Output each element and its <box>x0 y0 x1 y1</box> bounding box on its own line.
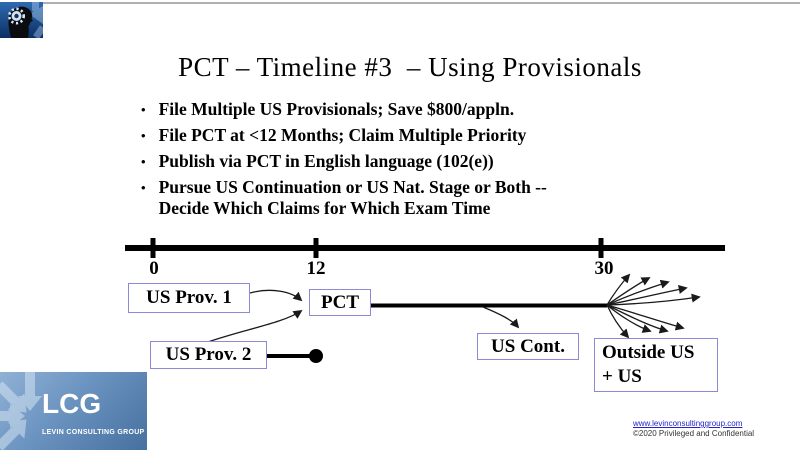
fan-arrow <box>606 277 651 306</box>
lcg-logo: LCG LEVIN CONSULTING GROUP <box>0 372 147 450</box>
tick-mark-30 <box>598 238 604 258</box>
box-us-prov-2: US Prov. 2 <box>150 341 267 369</box>
fan-arrow <box>606 304 685 331</box>
bullet-item: • File PCT at <12 Months; Claim Multiple… <box>141 125 681 146</box>
tick-label-0: 0 <box>149 258 159 279</box>
arrow-to-us-cont <box>482 306 520 329</box>
converging-arrows-icon <box>0 372 42 450</box>
box-label: US Prov. 1 <box>146 287 232 308</box>
box-outside-us: Outside US + US <box>594 338 718 392</box>
thinker-head-gear-icon <box>0 2 43 38</box>
timeline-bar-group <box>125 238 725 363</box>
box-label: US Cont. <box>491 335 565 357</box>
bullet-text: Publish via PCT in English language (102… <box>158 151 494 171</box>
box-label: US Prov. 2 <box>165 344 252 365</box>
box-label: PCT <box>321 291 359 313</box>
bullet-item: • File Multiple US Provisionals; Save $8… <box>141 99 681 120</box>
pct-to-30-line <box>370 303 607 308</box>
prov2-end-dot <box>309 349 323 363</box>
bullet-text: File PCT at <12 Months; Claim Multiple P… <box>158 125 527 145</box>
fan-arrow <box>606 304 630 339</box>
bullet-text: File Multiple US Provisionals; Save $800… <box>158 99 515 119</box>
website-link[interactable]: www.levinconsultinggroup.com <box>633 419 743 428</box>
top-border-line <box>0 2 800 4</box>
box-label-line1: Outside US <box>602 342 695 363</box>
arrow-prov1-to-pct <box>249 289 303 302</box>
box-us-prov-1: US Prov. 1 <box>128 283 250 313</box>
bullet-marker: • <box>141 180 146 195</box>
fan-arrow <box>606 284 688 306</box>
tick-mark-0 <box>150 238 156 258</box>
lcg-company-name: LEVIN CONSULTING GROUP <box>42 429 145 436</box>
arrow-prov2-to-pct <box>207 309 303 343</box>
bullet-marker: • <box>141 128 146 143</box>
bullet-item: • Publish via PCT in English language (1… <box>141 151 681 172</box>
prov2-stub-line <box>263 354 310 358</box>
fan-arrows-down <box>606 304 685 339</box>
tick-label-30: 30 <box>594 258 614 279</box>
fan-arrow <box>606 279 670 306</box>
bullet-marker: • <box>141 102 146 117</box>
fan-arrow <box>606 304 669 334</box>
bullet-text: Pursue US Continuation or US Nat. Stage … <box>158 177 547 218</box>
fan-arrow <box>606 273 631 306</box>
lcg-acronym-text: LCG <box>42 388 102 419</box>
box-pct: PCT <box>309 289 371 316</box>
box-label-line2: + US <box>602 366 642 387</box>
fan-arrow <box>606 293 701 306</box>
slide-title: PCT – Timeline #3 – Using Provisionals <box>178 52 642 82</box>
box-us-cont: US Cont. <box>477 333 579 360</box>
fan-arrows-up <box>606 273 701 306</box>
bullet-marker: • <box>141 154 146 169</box>
tick-mark-12 <box>313 238 319 258</box>
tick-label-12: 12 <box>306 258 326 279</box>
connector-arrows <box>207 289 520 343</box>
fan-arrow <box>606 304 652 333</box>
copyright-text: ©2020 Privileged and Confidential <box>633 429 755 438</box>
bullet-item: • Pursue US Continuation or US Nat. Stag… <box>141 177 681 219</box>
timeline-bar <box>125 245 725 251</box>
